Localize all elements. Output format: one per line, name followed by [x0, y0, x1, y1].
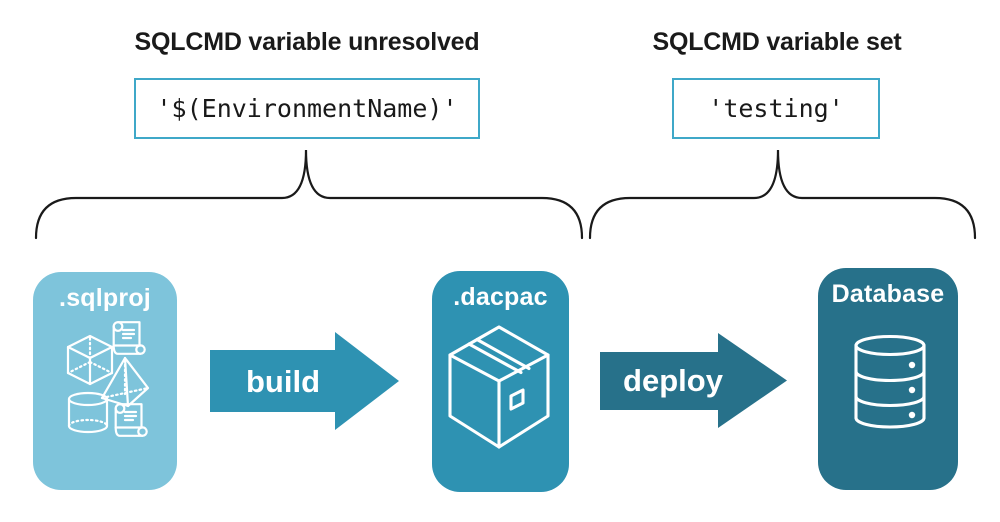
- deploy-arrow: deploy: [600, 333, 787, 428]
- package-box-icon: [448, 325, 550, 449]
- cube-icon: [66, 334, 114, 386]
- database-cylinder-icon: [854, 334, 926, 429]
- node-sqlproj: .sqlproj: [33, 272, 177, 490]
- brace-right: [588, 149, 977, 240]
- build-arrow-shape: [210, 332, 399, 430]
- node-dacpac: .dacpac: [432, 271, 569, 492]
- script-scroll-icon: [112, 321, 146, 355]
- build-arrow-label: build: [246, 364, 320, 399]
- code-text-testing: 'testing': [708, 94, 844, 123]
- heading-sqlcmd-unresolved: SQLCMD variable unresolved: [134, 28, 480, 56]
- heading-sqlcmd-set: SQLCMD variable set: [652, 28, 902, 56]
- script-scroll-icon: [114, 403, 148, 437]
- cylinder-icon: [67, 391, 109, 434]
- node-dacpac-label: .dacpac: [453, 283, 548, 311]
- node-database: Database: [818, 268, 958, 490]
- brace-left: [34, 149, 584, 240]
- code-box-environment-name: '$(EnvironmentName)': [134, 78, 480, 139]
- deploy-arrow-label: deploy: [623, 363, 724, 398]
- db-dot: [908, 361, 916, 369]
- build-arrow: build: [210, 332, 399, 430]
- sql-objects-icon-cluster: [66, 321, 150, 437]
- node-sqlproj-label: .sqlproj: [59, 284, 151, 312]
- db-dot: [908, 386, 916, 394]
- node-database-label: Database: [831, 280, 945, 308]
- code-text-environment-name: '$(EnvironmentName)': [156, 94, 458, 123]
- pyramid-icon: [100, 356, 150, 408]
- code-box-testing: 'testing': [672, 78, 880, 139]
- db-dot: [908, 411, 916, 419]
- deploy-arrow-shape: [600, 333, 787, 428]
